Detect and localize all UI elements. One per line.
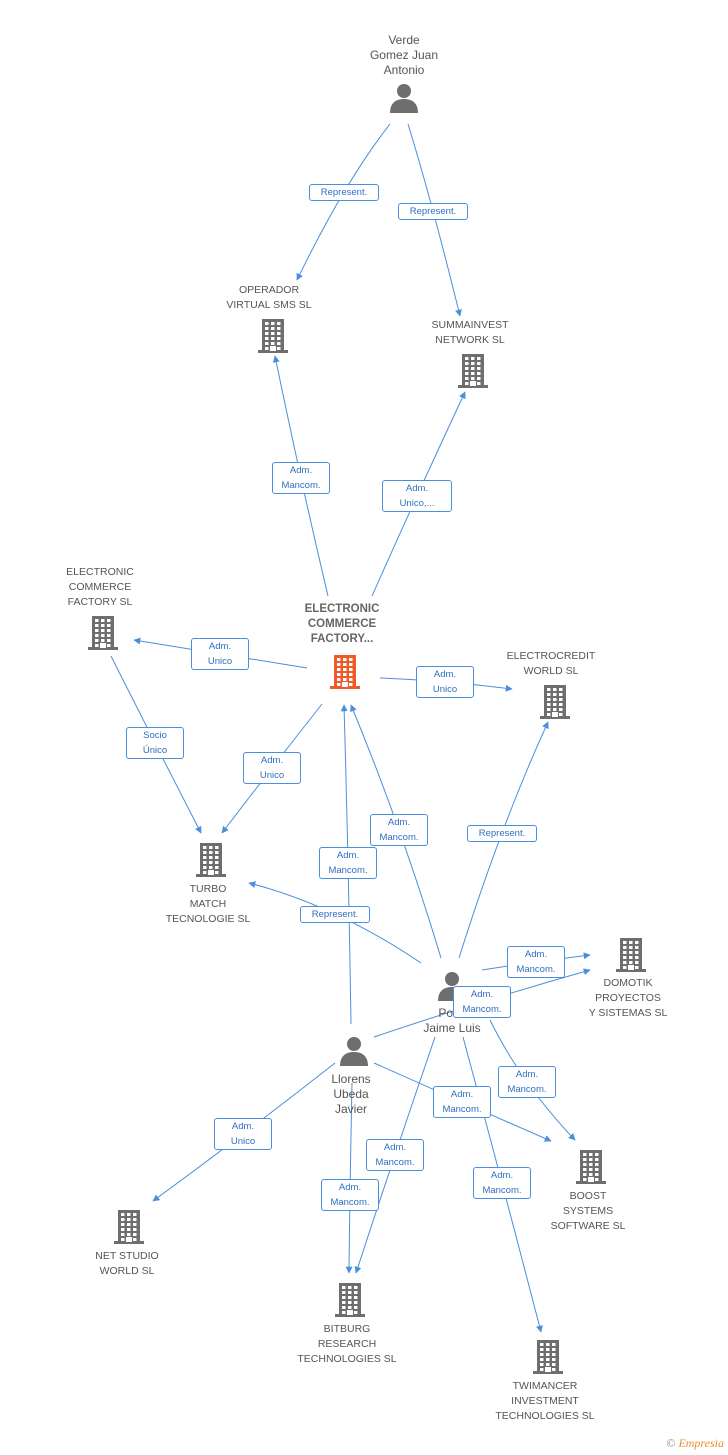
node-label-boost[interactable]: BOOST SYSTEMS SOFTWARE SL xyxy=(550,1190,626,1232)
building-icon[interactable] xyxy=(258,319,288,358)
building-icon[interactable] xyxy=(540,685,570,724)
person-icon[interactable] xyxy=(339,1036,369,1071)
building-icon[interactable] xyxy=(616,938,646,977)
node-label-netstudio[interactable]: NET STUDIO WORLD SL xyxy=(95,1250,159,1277)
edge-label[interactable]: Adm. Unico xyxy=(416,666,474,698)
building-icon[interactable] xyxy=(533,1340,563,1379)
building-icon[interactable] xyxy=(576,1150,606,1189)
person-icon[interactable] xyxy=(389,83,419,118)
footer-brand: © Empresia xyxy=(666,1436,724,1451)
building-icon[interactable] xyxy=(114,1210,144,1249)
node-label-turbo[interactable]: TURBO MATCH TECNOLOGIE SL xyxy=(165,883,251,925)
edge-verde-to-operador xyxy=(296,123,391,281)
node-label-ecf_main[interactable]: ELECTRONIC COMMERCE FACTORY... xyxy=(304,603,380,645)
edge-label[interactable]: Adm. Mancom. xyxy=(498,1066,556,1098)
edge-label[interactable]: Adm. Mancom. xyxy=(507,946,565,978)
edge-label[interactable]: Adm. Mancom. xyxy=(321,1179,379,1211)
node-label-bitburg[interactable]: BITBURG RESEARCH TECHNOLOGIES SL xyxy=(297,1323,397,1365)
building-icon[interactable] xyxy=(335,1283,365,1322)
node-label-operador[interactable]: OPERADOR VIRTUAL SMS SL xyxy=(226,284,312,311)
node-label-llorens[interactable]: Llorens Ubeda Javier xyxy=(331,1072,371,1116)
edge-label[interactable]: Adm. Mancom. xyxy=(473,1167,531,1199)
edge-label[interactable]: Represent. xyxy=(300,905,370,923)
copyright-symbol: © xyxy=(666,1436,676,1450)
edge-label[interactable]: Adm. Mancom. xyxy=(366,1139,424,1171)
building-icon[interactable] xyxy=(88,616,118,655)
edge-label[interactable]: Adm. Mancom. xyxy=(370,814,428,846)
edge-verde-to-summainvest xyxy=(407,123,462,317)
edge-label[interactable]: Represent. xyxy=(467,824,537,842)
brand-name: Empresia xyxy=(678,1436,724,1450)
node-label-summainvest[interactable]: SUMMAINVEST NETWORK SL xyxy=(431,319,509,346)
node-label-domotik[interactable]: DOMOTIK PROYECTOS Y SISTEMAS SL xyxy=(588,977,668,1019)
edge-label[interactable]: Adm. Unico,... xyxy=(382,480,452,512)
edge-label[interactable]: Socio Único xyxy=(126,727,184,759)
node-label-twimancer[interactable]: TWIMANCER INVESTMENT TECHNOLOGIES SL xyxy=(495,1380,595,1422)
edge-label[interactable]: Represent. xyxy=(309,183,379,201)
edge-label[interactable]: Adm. Unico xyxy=(214,1118,272,1150)
edge-label[interactable]: Adm. Mancom. xyxy=(319,847,377,879)
building-icon[interactable] xyxy=(458,354,488,393)
building-icon[interactable] xyxy=(330,655,360,694)
node-label-verde[interactable]: Verde Gomez Juan Antonio xyxy=(369,33,439,77)
building-icon[interactable] xyxy=(196,843,226,882)
node-label-electrocredit[interactable]: ELECTROCREDIT WORLD SL xyxy=(506,650,596,677)
edge-label[interactable]: Adm. Mancom. xyxy=(433,1086,491,1118)
edge-label[interactable]: Adm. Mancom. xyxy=(453,986,511,1018)
edge-pol-to-turbo xyxy=(248,881,422,964)
edge-label[interactable]: Adm. Unico xyxy=(243,752,301,784)
edge-label[interactable]: Adm. Unico xyxy=(191,638,249,670)
node-label-ecf_sl[interactable]: ELECTRONIC COMMERCE FACTORY SL xyxy=(66,566,134,608)
edge-label[interactable]: Adm. Mancom. xyxy=(272,462,330,494)
edge-label[interactable]: Represent. xyxy=(398,202,468,220)
